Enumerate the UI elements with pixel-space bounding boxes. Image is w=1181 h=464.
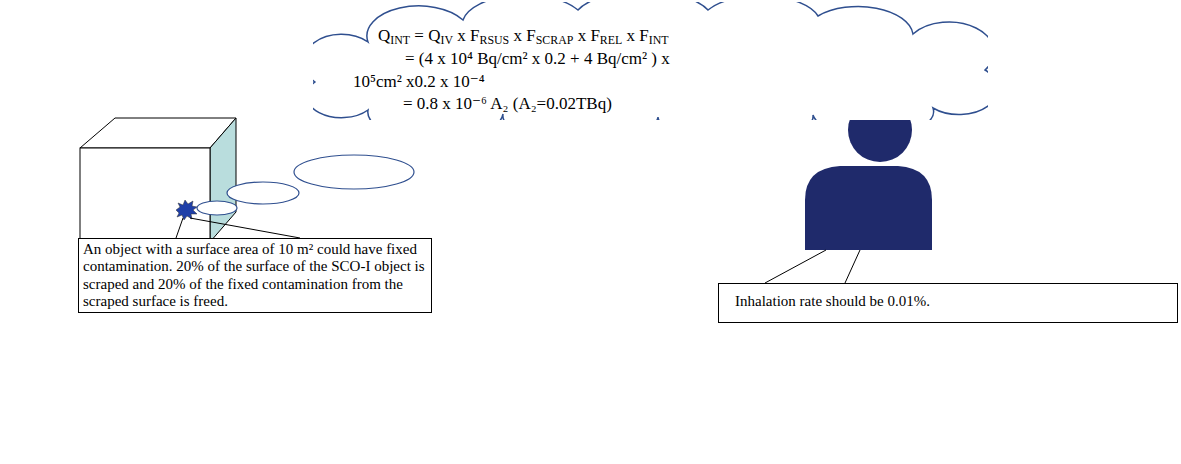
subscript: REL <box>600 33 622 47</box>
callout-box: An object with a surface area of 10 m² c… <box>78 238 432 313</box>
formula-line: = (4 x 10⁴ Bq/cm² x 0.2 + 4 Bq/cm² ) x <box>405 49 670 69</box>
subscript: SCRAP <box>536 33 574 47</box>
callout-text: An object with a surface area of 10 m² c… <box>83 241 427 310</box>
formula-line: QINT = QIV x FRSUS x FSCRAP x FREL x FIN… <box>378 26 669 46</box>
callout-text: Inhalation rate should be 0.01%. <box>735 293 1161 310</box>
box-front-face <box>80 148 210 242</box>
leader-line <box>176 218 183 238</box>
thought-bubble <box>197 201 237 215</box>
subscript: INT <box>390 33 410 47</box>
subscript: IV <box>440 33 453 47</box>
thought-cloud: QINT = QIV x FRSUS x FSCRAP x FREL x FIN… <box>313 2 988 120</box>
subscript: RSUS <box>479 33 509 47</box>
callout-box: Inhalation rate should be 0.01%. <box>718 283 1178 323</box>
formula-line: = 0.8 x 10⁻⁶ A₂ (A₂=0.02TBq) <box>403 94 612 114</box>
leader-line <box>765 250 826 283</box>
leader-line <box>845 250 860 283</box>
leader-line <box>190 218 300 238</box>
contamination-spot <box>176 200 197 220</box>
box-top-face <box>80 118 236 148</box>
cloud-path <box>313 2 988 120</box>
formula-line: 10⁵cm² x0.2 x 10⁻⁴ <box>353 72 485 92</box>
thought-bubble <box>294 155 414 189</box>
person-body <box>805 166 932 250</box>
subscript: INT <box>649 33 669 47</box>
box-side-face <box>210 118 236 242</box>
thought-bubble <box>227 182 299 204</box>
